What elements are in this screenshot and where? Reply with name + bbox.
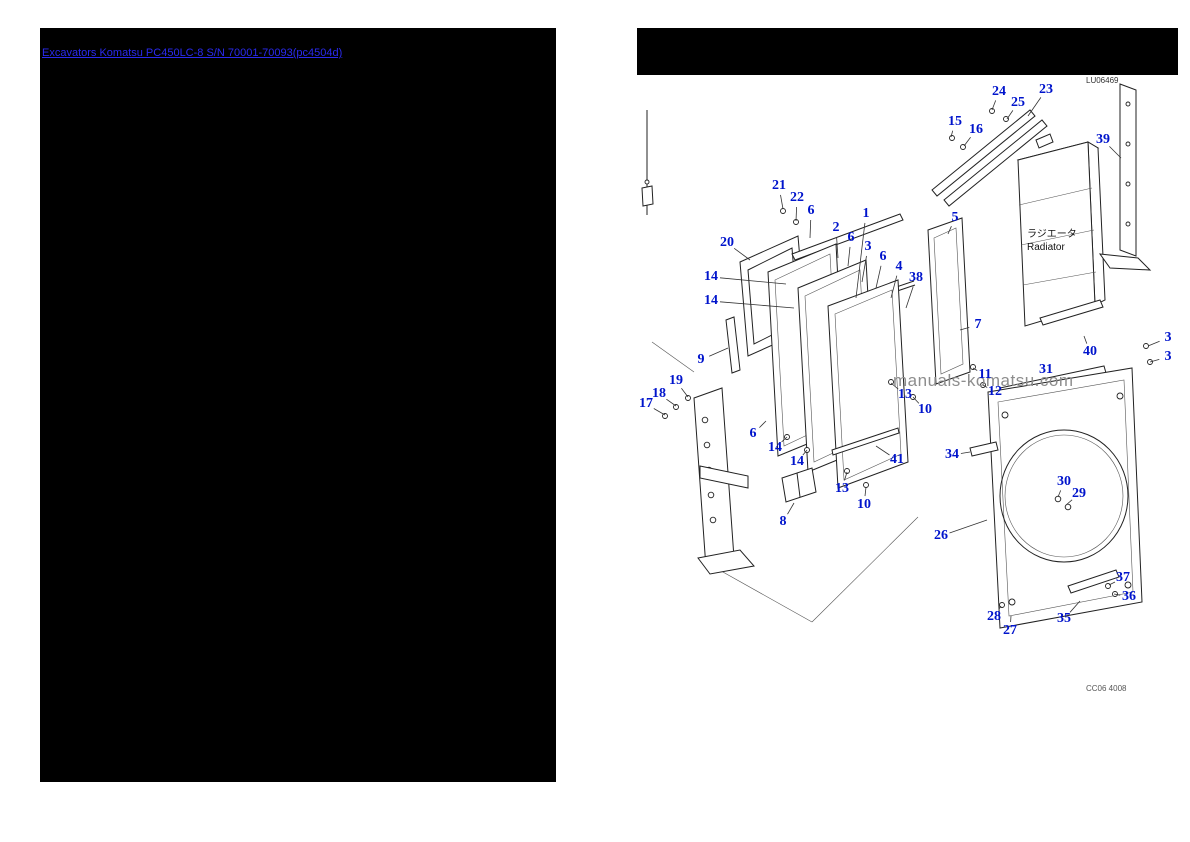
fastener-bolts bbox=[662, 108, 1153, 608]
callout-leader-lines bbox=[653, 97, 1160, 623]
diagram-artwork bbox=[641, 83, 1160, 629]
radiator-label-jp: ラジエータ bbox=[1027, 229, 1077, 240]
left-edge-bracket bbox=[641, 110, 654, 215]
left-bracket-assembly bbox=[693, 316, 755, 575]
right-bracket-39 bbox=[1098, 83, 1152, 271]
diagram-header-bar bbox=[637, 28, 1178, 75]
left-image-panel: Excavators Komatsu PC450LC-8 S/N 70001-7… bbox=[40, 28, 556, 782]
diagram-code-bottom: CC06 4008 bbox=[1086, 684, 1127, 693]
reservoir-part-8 bbox=[781, 467, 817, 503]
top-strip-parts bbox=[931, 109, 1048, 207]
radiator-label: ラジエータ Radiator bbox=[1027, 228, 1077, 254]
radiator-label-en: Radiator bbox=[1027, 242, 1065, 253]
tall-panel-7 bbox=[927, 217, 971, 385]
radiator-drawing bbox=[1016, 133, 1106, 327]
watermark: manuals-komatsu.com bbox=[893, 371, 1074, 390]
fan-shroud bbox=[969, 365, 1143, 629]
diagram-code-top: LU06469 bbox=[1086, 76, 1119, 85]
core-panels bbox=[739, 213, 916, 489]
parts-page-link[interactable]: Excavators Komatsu PC450LC-8 S/N 70001-7… bbox=[42, 47, 343, 59]
